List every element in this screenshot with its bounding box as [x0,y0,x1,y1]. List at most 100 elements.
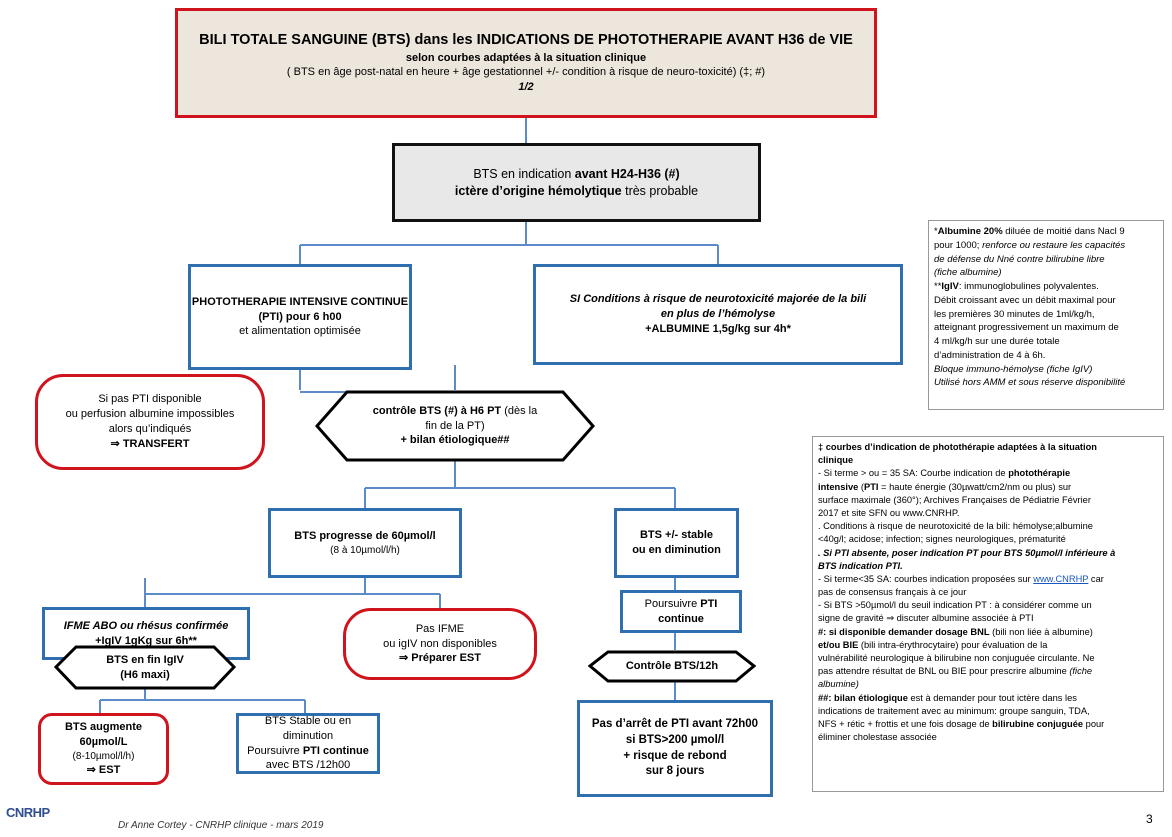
page-number: 3 [1146,812,1153,826]
progresse-line1: BTS progresse de 60µmol/l [294,529,436,542]
progresse-line2: (8 à 10µmol/l/h) [330,544,400,556]
alb-l2-a: pour 1000; [934,239,983,251]
cnrhp-logo: CNRHP [6,805,50,820]
h24-line2-a: ictère d’origine hémolytique [454,183,622,198]
box-transfert: Si pas PTI disponible ou perfusion album… [35,374,265,470]
courbes-p21: éliminer cholestase associée [818,732,937,743]
alb-l11: Bloque immuno-hémolyse (fiche IgIV) [934,363,1093,375]
courbes-p2-a: intensive [818,481,859,492]
pas-ifme-line1: Pas IFME [415,622,465,635]
courbes-p16-b: (fiche [1069,666,1093,677]
pti-line1: PHOTOTHERAPIE INTENSIVE CONTINUE [191,295,409,308]
stable2-line1: BTS Stable ou en diminution [264,714,352,742]
stable2-line2-a: Poursuivre [247,744,303,757]
stable-line1: BTS +/- stable [639,529,714,542]
box-poursuivre-pti: Poursuivre PTI continue [620,590,742,633]
fin-igiv-line2: (H6 maxi) [120,668,170,681]
alb-l5-a: ** [934,281,942,293]
box-neuro-risk: SI Conditions à risque de neurotoxicité … [533,264,903,365]
note-courbes: ‡ courbes d’indication de photothérapie … [812,436,1164,792]
alb-l12: Utilisé hors AMM et sous réserve disponi… [934,377,1126,389]
hex-controle12-shape [588,650,756,683]
hex-controle12: Contrôle BTS/12h [608,652,736,681]
hex-fin-igiv: BTS en fin IgIV (H6 maxi) [76,647,214,688]
alb-l1-a: * [934,226,938,237]
stable2-line2-b: PTI continue [302,744,369,757]
courbes-p5: . Conditions à risque de neurotoxicité d… [818,521,1093,532]
pas-ifme-line3: ⇒ Préparer EST [399,652,481,665]
courbes-p20-a: NFS + rétic + frottis et une fois dosage… [818,718,993,729]
courbes-p2-c: PTI [864,481,879,492]
controle-line1-b: (dès la [501,404,538,417]
ifme-line1: IFME ABO ou rhésus confirmée [63,619,229,632]
stable2-line3: avec BTS /12h00 [265,759,351,772]
alb-l6: Débit croissant avec un débit maximal po… [934,294,1116,306]
transfert-line1: Si pas PTI disponible [98,393,202,406]
hex-controle: contrôle BTS (#) à H6 PT (dès la fin de … [345,392,565,460]
courbes-p17: albumine) [818,679,859,690]
courbes-p13-b: (bili non liée à albumine) [989,626,1093,637]
neuro-line2: en plus de l’hémolyse [660,308,776,321]
courbes-p18-a: ##: bilan étiologique [818,692,908,703]
h24-line2-b: très probable [621,183,699,198]
courbes-h2: clinique [818,455,854,466]
courbes-p18-b: est à demander pour tout ictère dans les [907,692,1077,703]
augmente-line1: BTS augmente 60µmol/L [64,720,142,748]
courbes-p20-c: pour [1083,718,1105,729]
alb-l2-b: renforce ou restaure les capacités [982,239,1126,251]
courbes-p2-b: ( [858,481,864,492]
alb-l3: de défense du Nné contre bilirubine libr… [934,253,1105,265]
courbes-p1-a: - Si terme > ou = 35 SA: Courbe indicati… [818,468,1009,479]
alb-l1-b: Albumine 20% [937,226,1003,237]
courbes-p11: - Si BTS >50µmol/l du seuil indication P… [818,600,1092,611]
box-pas-ifme: Pas IFME ou igIV non disponibles ⇒ Prépa… [343,608,537,680]
neuro-line1: SI Conditions à risque de neurotoxicité … [569,293,867,306]
courbes-p15: vulnérabilité neurologique à bilirubine … [818,653,1095,663]
controle-line3: + bilan étiologique## [400,434,510,447]
courbes-p2-d: = haute énergie (30µwatt/cm2/nm ou plus)… [878,481,1072,492]
note-albumine: *Albumine 20% diluée de moitié dans Nacl… [928,220,1164,410]
alb-l7: les premières 30 minutes de 1ml/kg/h, [934,308,1095,320]
courbes-h1: ‡ courbes d’indication de photothérapie … [818,442,1097,452]
cnrhp-link[interactable]: www.CNRHP [1033,573,1089,584]
courbes-p16-a: pas attendre résultat de BNL ou BIE pour… [818,666,1070,677]
arret-line4: sur 8 jours [645,765,705,778]
courbes-p9-a: - Si terme<35 SA: courbes indication pro… [818,573,1034,584]
box-pti: PHOTOTHERAPIE INTENSIVE CONTINUE (PTI) p… [188,264,412,370]
neuro-line3: +ALBUMINE 1,5g/kg sur 4h* [645,322,791,335]
transfert-line2: ou perfusion albumine impossibles [65,408,235,421]
title-subtitle: selon courbes adaptées à la situation cl… [405,51,647,64]
controle-line2: fin de la PT) [425,419,485,432]
courbes-p1-b: photothérapie [1008,468,1071,479]
footer-author: Dr Anne Cortey - CNRHP clinique - mars 2… [118,820,324,831]
h24-line1-b: avant H24-H36 (#) [574,166,680,181]
courbes-p6: <40g/l; acidose; infection; signes neuro… [818,534,1066,545]
transfert-line3: alors qu’indiqués [108,423,192,435]
hex-fin-igiv-shape [54,645,236,690]
title-line3: ( BTS en âge post-natal en heure + âge g… [286,66,766,79]
fin-igiv-line1: BTS en fin IgIV [106,653,184,666]
poursuivre-line1-a: Poursuivre [644,597,701,610]
alb-l5-c: : immunoglobulines polyvalentes. [958,281,1099,293]
alb-l5-b: IgIV [941,281,959,293]
pti-line2: (PTI) pour 6 h00 [258,310,342,323]
courbes-p4: 2017 et site SFN ou www.CNRHP. [818,507,960,518]
h24-line1-a: BTS en indication [473,166,575,181]
courbes-p14-b: (bili intra-érythrocytaire) pour évaluat… [858,639,1048,650]
ifme-line2: +IgIV 1gKg sur 6h** [95,634,197,647]
alb-l1-c: diluée de moitié dans Nacl 9 [1002,226,1125,237]
courbes-p19: indications de traitement avec au minimu… [818,705,1090,716]
augmente-line2: (8-10µmol/l/h) [72,750,135,762]
pti-line3: et alimentation optimisée [239,325,361,338]
box-stable: BTS +/- stable ou en diminution [614,508,739,578]
stable-line2: ou en diminution [632,544,721,556]
box-h24-indication: BTS en indication avant H24-H36 (#) ictè… [392,143,761,222]
controle12-line1: Contrôle BTS/12h [625,660,719,673]
transfert-line4: ⇒ TRANSFERT [110,437,190,450]
courbes-p14-a: et/ou BIE [818,639,859,650]
alb-l9: 4 ml/kg/h sur une durée totale [934,336,1060,348]
augmente-line3: ⇒ EST [86,764,121,777]
title-box: BILI TOTALE SANGUINE (BTS) dans les INDI… [175,8,877,118]
title-page: 1/2 [518,81,534,94]
